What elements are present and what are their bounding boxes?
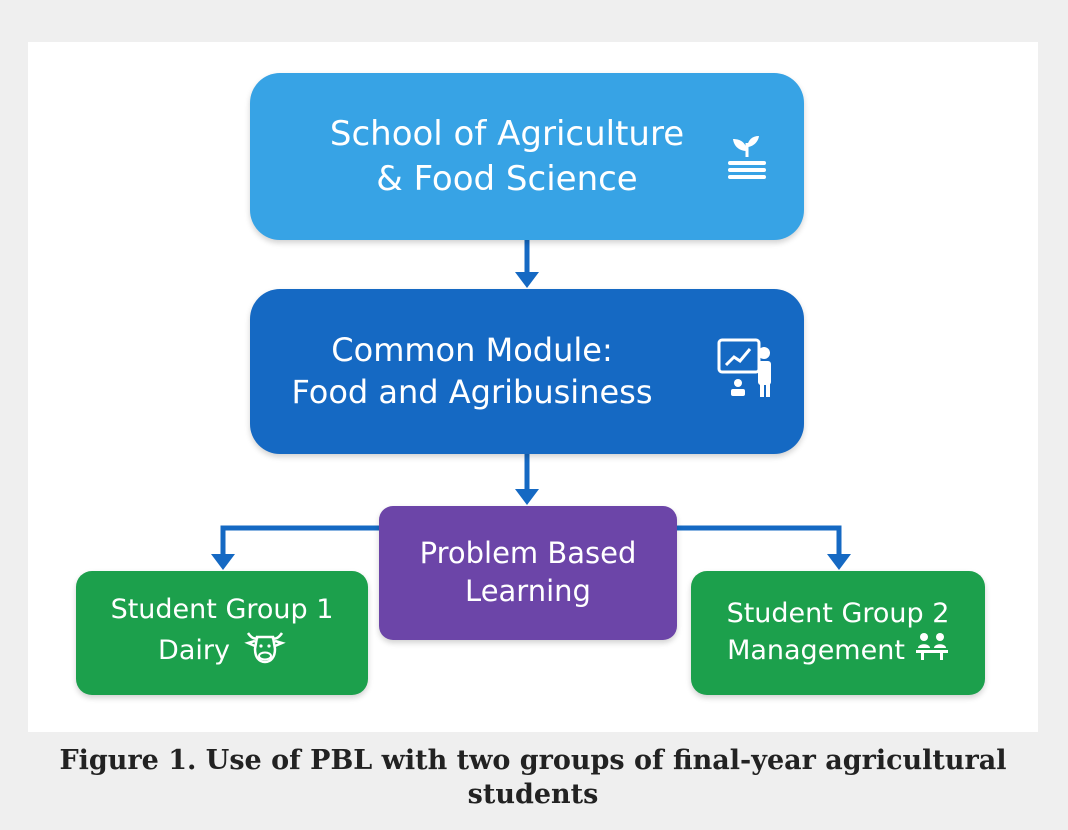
arrowhead-pbl [515, 489, 539, 505]
caption-line1: Figure 1. Use of PBL with two groups of … [59, 745, 1007, 776]
school-title-line1: School of Agriculture [329, 114, 685, 155]
arrowhead-group1 [211, 554, 235, 570]
presentation-board-icon [716, 337, 778, 409]
school-title-line2: & Food Science [376, 158, 638, 199]
pbl-line2: Learning [465, 574, 591, 608]
group1-line2: Dairy [158, 635, 230, 666]
arrowhead-module [515, 272, 539, 288]
arrow-pbl-to-group2 [677, 525, 842, 556]
common-module-line2: Food and Agribusiness [291, 372, 653, 411]
group1-line1: Student Group 1 [110, 593, 334, 625]
caption-line2: students [467, 778, 599, 810]
group2-line1: Student Group 2 [726, 597, 950, 629]
cow-icon [244, 627, 286, 674]
common-module-box: Common Module: Food and Agribusiness [250, 289, 804, 454]
plant-book-icon [722, 131, 772, 192]
arrow-pbl-to-group1 [220, 525, 379, 556]
school-box: School of Agriculture & Food Science [250, 73, 804, 240]
student-group-2-box: Student Group 2 Management [691, 571, 985, 695]
diagram-canvas: School of Agriculture & Food Science Com… [28, 42, 1038, 732]
people-meeting-icon [915, 631, 949, 670]
connectors [211, 240, 851, 570]
figure-caption: Figure 1. Use of PBL with two groups of … [28, 744, 1038, 812]
pbl-line1: Problem Based [419, 536, 637, 571]
common-module-line1: Common Module: [331, 330, 613, 369]
group2-line2: Management [727, 635, 905, 666]
pbl-box: Problem Based Learning [379, 506, 677, 640]
arrowhead-group2 [827, 554, 851, 570]
student-group-1-box: Student Group 1 Dairy [76, 571, 368, 695]
